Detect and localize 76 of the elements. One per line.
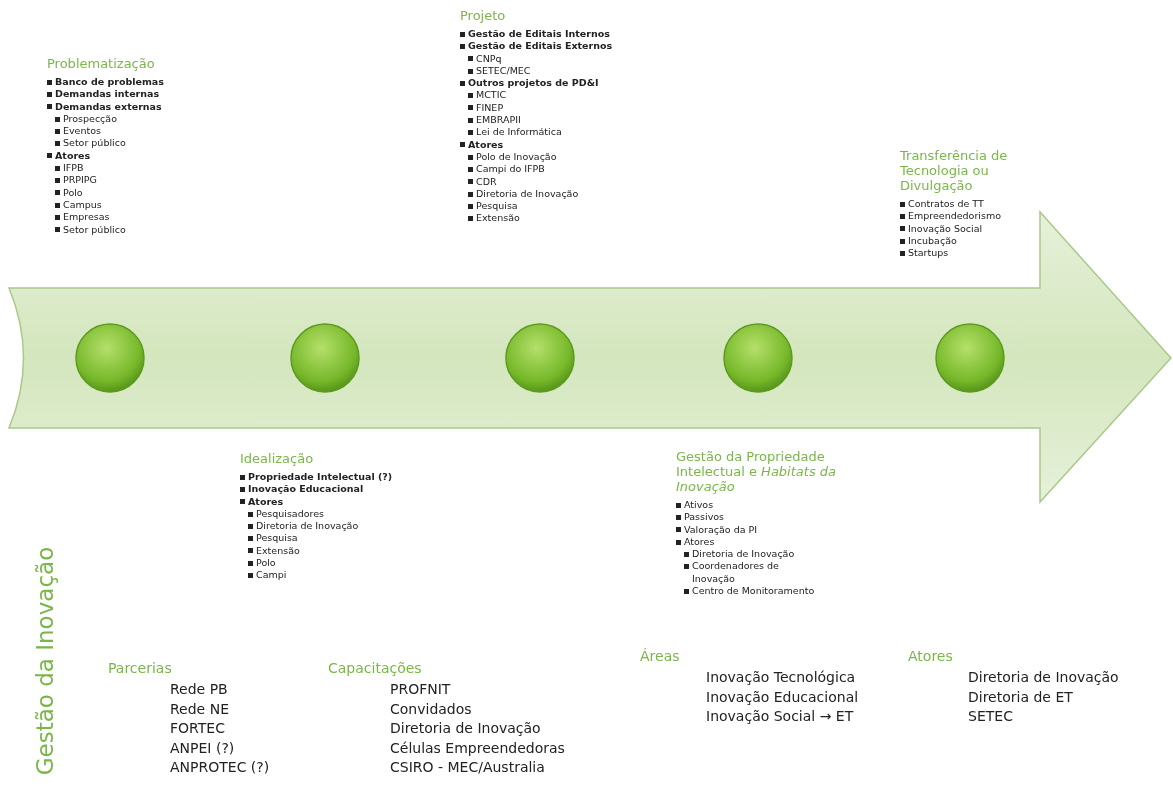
list-item: Empresas — [63, 211, 110, 224]
list-item: Valoração da PI — [684, 523, 758, 536]
list-item: PRPIPG — [63, 174, 97, 187]
list-item: Atores — [468, 138, 504, 151]
list-item: Células Empreendedoras — [390, 738, 565, 757]
section-heading: Atores — [908, 648, 953, 664]
list-item: ANPEI (?) — [170, 738, 235, 757]
list-item: Campus — [63, 198, 102, 212]
list-item: Atores — [684, 535, 715, 549]
list-item: Convidados — [390, 699, 472, 718]
list-item: Diretoria de Inovação — [968, 668, 1119, 686]
list-item: Setor público — [63, 223, 126, 236]
list-item: Empreendedorismo — [908, 210, 1001, 223]
list-item: Diretoria de Inovação — [256, 520, 359, 533]
list-item: IFPB — [63, 162, 84, 175]
list-item: SETEC — [968, 707, 1013, 725]
list-item: Eventos — [63, 125, 101, 138]
list-item: Passivos — [684, 511, 725, 524]
list-item: CSIRO - MEC/Australia — [390, 758, 545, 776]
list-item: Gestão de Editais Internos — [468, 28, 610, 41]
list-item: Polo — [256, 557, 276, 570]
stage-heading: Projeto — [460, 8, 506, 23]
list-item: ANPROTEC (?) — [170, 758, 270, 776]
list-item: Ativos — [684, 499, 714, 512]
list-item: Banco de problemas — [55, 76, 164, 89]
list-item: Demandas externas — [55, 100, 162, 113]
list-item: Prospecção — [63, 112, 117, 126]
list-item: Polo de Inovação — [476, 150, 557, 164]
list-item: PROFNIT — [390, 680, 451, 698]
section-heading: Parcerias — [108, 660, 172, 676]
list-item: Setor público — [63, 137, 126, 150]
list-item: Incubação — [908, 234, 957, 248]
list-item: Contratos de TT — [908, 198, 984, 211]
list-item: CDR — [476, 175, 497, 188]
list-item: Campi do IFPB — [476, 163, 545, 176]
list-item: Gestão de Editais Externos — [468, 40, 613, 53]
list-item: FINEP — [476, 101, 504, 115]
list-item: Lei de Informática — [476, 126, 562, 139]
list-item: Diretoria de ET — [968, 687, 1073, 706]
list-item: Diretoria de Inovação — [476, 187, 579, 201]
stage-heading: Problematização — [47, 56, 155, 71]
stage-heading: Transferência de Tecnologia ou Divulgação — [900, 148, 1009, 193]
list-item: Inovação Social → ET — [706, 707, 854, 725]
list-item: Extensão — [476, 212, 520, 225]
section-heading: Capacitações — [328, 660, 422, 676]
list-item: MCTIC — [476, 89, 507, 102]
list-item: Inovação Tecnológica — [706, 668, 856, 686]
list-item: Startups — [908, 247, 949, 260]
list-item: Inovação Educacional — [248, 483, 364, 496]
list-item: Pesquisa — [476, 200, 518, 213]
list-item: Coordenadores de Inovação — [692, 560, 780, 586]
list-item: Inovação Educacional — [706, 687, 859, 706]
list-item: Pesquisadores — [256, 507, 324, 521]
list-item: Inovação Social — [908, 222, 983, 235]
list-item: CNPq — [476, 52, 502, 65]
list-item: Demandas internas — [55, 88, 160, 101]
side-title: Gestão da Inovação — [32, 546, 58, 776]
list-item: Outros projetos de PD&I — [468, 77, 599, 90]
list-item: Atores — [55, 149, 91, 163]
list-item: Polo — [63, 186, 83, 199]
list-item: Rede NE — [170, 699, 229, 718]
list-item: SETEC/MEC — [476, 64, 531, 78]
list-item: Diretoria de Inovação — [390, 719, 541, 737]
list-item: Centro de Monitoramento — [692, 585, 815, 598]
list-item: Rede PB — [170, 680, 228, 698]
list-item: Campi — [256, 569, 287, 582]
list-item: Pesquisa — [256, 532, 298, 545]
stage-heading: Idealização — [240, 451, 314, 466]
list-item: EMBRAPII — [476, 114, 521, 127]
list-item: Propriedade Intelectual (?) — [248, 471, 393, 484]
list-item: Atores — [248, 495, 284, 508]
list-item: FORTEC — [170, 719, 225, 737]
section-heading: Áreas — [640, 648, 680, 664]
list-item: Extensão — [256, 544, 300, 558]
list-item: Diretoria de Inovação — [692, 548, 795, 561]
stage-heading: Gestão da Propriedade Intelectual e Habitats da Inovação — [676, 449, 837, 494]
